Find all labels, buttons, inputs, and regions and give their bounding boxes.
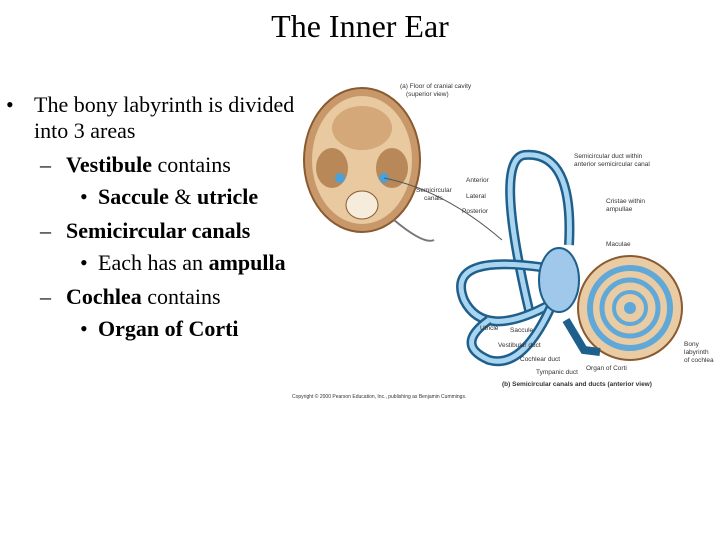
- label-sc-canals: Semicircular: [416, 187, 453, 194]
- saccule-term: Saccule: [98, 184, 169, 209]
- sub-sub-bullet-ampulla: • Each has an ampulla: [6, 250, 306, 276]
- sub-bullet-cochlea: – Cochlea contains: [6, 284, 306, 310]
- dash-marker: –: [40, 218, 51, 244]
- bullet-marker: •: [6, 92, 14, 118]
- label-sc-duct: Semicircular duct within: [574, 153, 643, 160]
- slide-title: The Inner Ear: [0, 8, 720, 45]
- cochlea-term: Cochlea: [66, 284, 142, 309]
- label-posterior: Posterior: [462, 208, 489, 215]
- bullet-marker: •: [80, 184, 88, 210]
- label-bony2: labyrinth: [684, 349, 709, 356]
- copyright: Copyright © 2000 Pearson Education, Inc.…: [292, 393, 466, 400]
- bullet-list: • The bony labyrinth is divided into 3 a…: [6, 92, 306, 342]
- sub-sub-bullet-saccule: • Saccule & utricle: [6, 184, 306, 210]
- label-tympanic-duct: Tympanic duct: [536, 369, 578, 376]
- label-maculae: Maculae: [606, 241, 631, 248]
- bullet-bony-labyrinth: • The bony labyrinth is divided into 3 a…: [6, 92, 306, 144]
- label-vestibular-duct: Vestibular duct: [498, 342, 541, 349]
- label-cochlear-duct: Cochlear duct: [520, 356, 560, 363]
- sub-bullet-semicircular: – Semicircular canals: [6, 218, 306, 244]
- inner-ear-figure: (a) Floor of cranial cavity (superior vi…: [284, 70, 720, 410]
- organ-term: Organ of Corti: [98, 316, 239, 341]
- label-bony3: of cochlea: [684, 357, 714, 364]
- figure-a-title: (a) Floor of cranial cavity: [400, 83, 472, 90]
- label-saccule: Saccule: [510, 327, 534, 334]
- ampulla-term: ampulla: [209, 250, 286, 275]
- dash-marker: –: [40, 284, 51, 310]
- bullet-marker: •: [80, 250, 88, 276]
- label-cristae: Cristae within: [606, 198, 645, 205]
- figure-a-subtitle: (superior view): [406, 91, 449, 98]
- semicircular-term: Semicircular canals: [66, 218, 250, 243]
- bullet-marker: •: [80, 316, 88, 342]
- label-utricle: Utricle: [480, 325, 499, 332]
- vestibule-term: Vestibule: [66, 152, 152, 177]
- label-cristae2: ampullae: [606, 206, 633, 213]
- bullet-text: The bony labyrinth is divided into 3 are…: [34, 92, 294, 143]
- vestibule-rest: contains: [152, 152, 231, 177]
- amp-text: &: [169, 184, 197, 209]
- label-sc-duct2: anterior semicircular canal: [574, 161, 650, 168]
- sub-sub-bullet-organ: • Organ of Corti: [6, 316, 306, 342]
- label-bony: Bony: [684, 341, 700, 348]
- utricle-term: utricle: [197, 184, 258, 209]
- sub-bullet-vestibule: – Vestibule contains: [6, 152, 306, 178]
- label-organ-of-corti: Organ of Corti: [586, 365, 627, 372]
- label-anterior: Anterior: [466, 177, 490, 184]
- label-lateral: Lateral: [466, 193, 486, 200]
- dash-marker: –: [40, 152, 51, 178]
- figure-b-caption: (b) Semicircular canals and ducts (anter…: [502, 381, 652, 388]
- skull-floor-illustration: [304, 88, 502, 241]
- cochlea-rest: contains: [142, 284, 221, 309]
- ampulla-prefix: Each has an: [98, 250, 209, 275]
- label-sc-canals2: canals: [424, 195, 444, 202]
